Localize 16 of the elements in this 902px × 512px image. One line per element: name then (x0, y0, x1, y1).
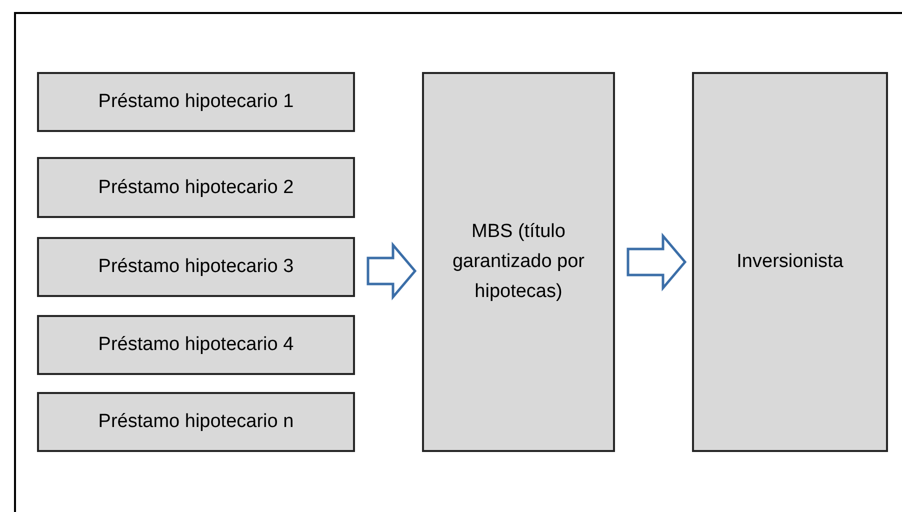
box-text: Préstamo hipotecario 4 (98, 333, 294, 357)
block-arrow (626, 232, 687, 292)
process-box (37, 237, 355, 297)
block-arrow (366, 242, 417, 300)
process-box (422, 72, 615, 452)
box-text: Préstamo hipotecario 1 (98, 90, 294, 114)
box-text: Préstamo hipotecario n (98, 410, 294, 434)
process-box (37, 392, 355, 452)
box-text: Préstamo hipotecario 2 (98, 176, 294, 200)
box-text: Préstamo hipotecario 3 (98, 255, 294, 279)
process-box (37, 72, 355, 132)
process-box (37, 157, 355, 218)
box-text: Inversionista (736, 250, 844, 274)
process-box (692, 72, 888, 452)
process-box (37, 315, 355, 375)
box-text: MBS (título garantizado por hipotecas) (451, 220, 586, 304)
